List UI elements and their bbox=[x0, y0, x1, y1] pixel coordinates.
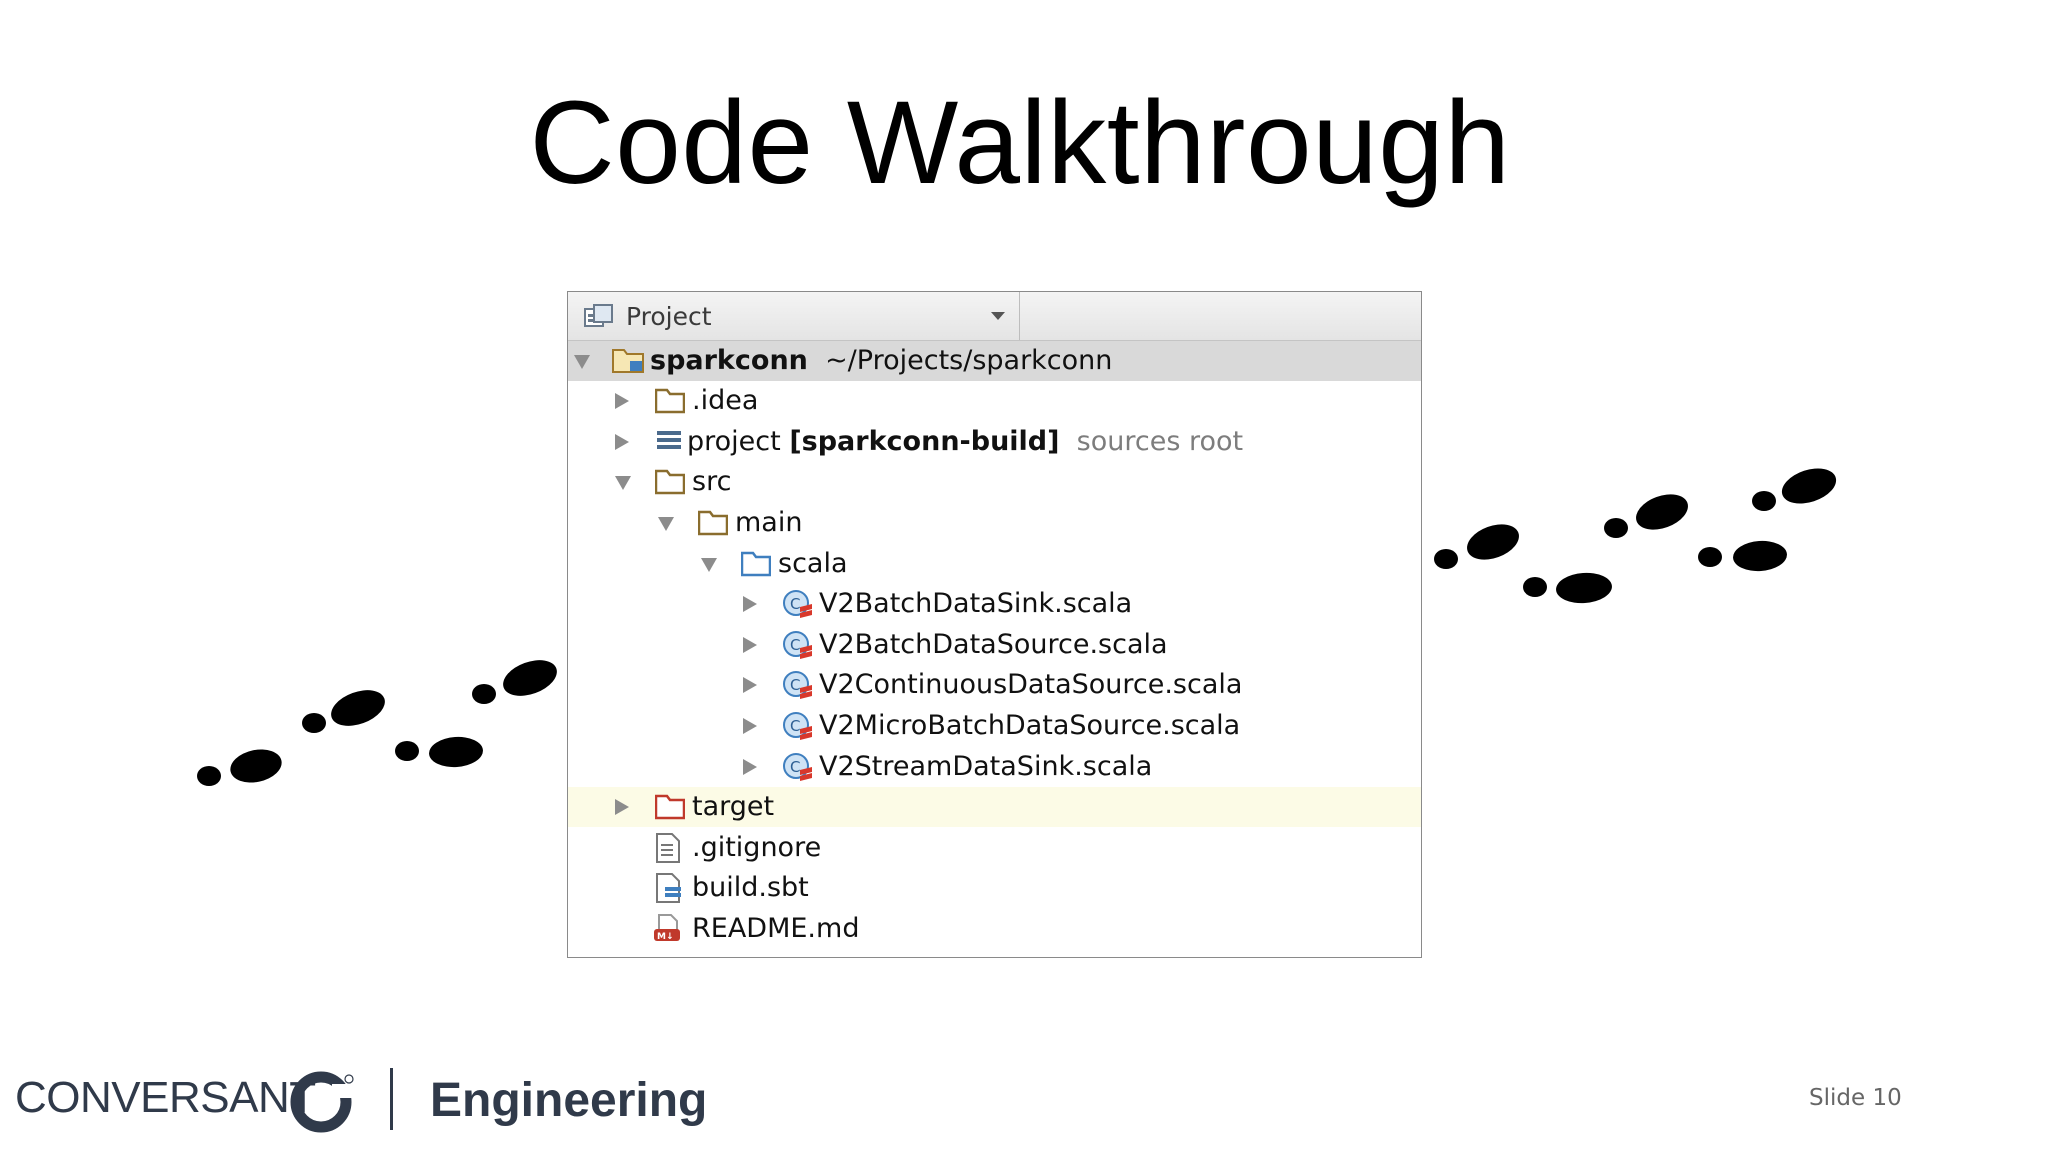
folder-icon bbox=[697, 508, 729, 543]
tree-row-build-sbt[interactable]: build.sbt bbox=[568, 868, 1421, 908]
sources-root-hint: sources root bbox=[1076, 426, 1244, 457]
conversant-logo-icon bbox=[288, 1068, 358, 1139]
excluded-folder-icon bbox=[654, 792, 686, 827]
sbt-file-icon bbox=[655, 873, 683, 910]
project-view-label: Project bbox=[626, 302, 712, 331]
tree-row-file[interactable]: C V2BatchDataSink.scala bbox=[568, 584, 1421, 624]
collapse-arrow-icon[interactable] bbox=[743, 759, 757, 775]
collapse-arrow-icon[interactable] bbox=[743, 718, 757, 734]
tree-item-label: target bbox=[692, 791, 775, 822]
module-name-label: [sparkconn-build] bbox=[789, 426, 1060, 457]
tree-item-label: src bbox=[692, 466, 732, 497]
tree-item-label: .gitignore bbox=[692, 832, 822, 863]
svg-text:M↓: M↓ bbox=[657, 932, 674, 942]
tree-item-label: V2MicroBatchDataSource.scala bbox=[819, 710, 1241, 741]
scala-class-icon: C bbox=[782, 589, 814, 626]
text-file-icon bbox=[655, 833, 681, 870]
tree-row-project-build[interactable]: project [sparkconn-build] sources root bbox=[568, 422, 1421, 462]
collapse-arrow-icon[interactable] bbox=[615, 393, 629, 409]
expand-arrow-icon[interactable] bbox=[615, 476, 631, 490]
scala-class-icon: C bbox=[782, 752, 814, 789]
project-tool-window: Project sparkconn ~/Projects/sparkconn .… bbox=[567, 291, 1422, 958]
expand-arrow-icon[interactable] bbox=[574, 355, 590, 369]
tree-item-label: V2StreamDataSink.scala bbox=[819, 751, 1153, 782]
logo-divider bbox=[390, 1068, 393, 1130]
expand-arrow-icon[interactable] bbox=[658, 517, 674, 531]
folder-icon bbox=[654, 386, 686, 421]
tree-item-label: V2BatchDataSource.scala bbox=[819, 629, 1168, 660]
tree-item-label: .idea bbox=[692, 385, 759, 416]
tree-row-readme[interactable]: M↓ README.md bbox=[568, 909, 1421, 949]
folder-icon bbox=[654, 467, 686, 502]
svg-text:C: C bbox=[790, 595, 800, 613]
expand-arrow-icon[interactable] bbox=[701, 558, 717, 572]
scala-class-icon: C bbox=[782, 630, 814, 667]
module-folder-icon bbox=[612, 346, 644, 381]
scala-class-icon: C bbox=[782, 670, 814, 707]
collapse-arrow-icon[interactable] bbox=[743, 596, 757, 612]
svg-text:C: C bbox=[790, 676, 800, 694]
tree-row-src[interactable]: src bbox=[568, 462, 1421, 502]
collapse-arrow-icon[interactable] bbox=[743, 637, 757, 653]
tree-item-label: V2BatchDataSink.scala bbox=[819, 588, 1133, 619]
svg-text:C: C bbox=[790, 717, 800, 735]
project-panel-header: Project bbox=[568, 292, 1421, 341]
source-folder-icon bbox=[740, 549, 772, 584]
tree-item-label: scala bbox=[778, 548, 848, 579]
company-logo-text: CONVERSANT bbox=[15, 1073, 316, 1122]
svg-text:C: C bbox=[790, 758, 800, 776]
department-label: Engineering bbox=[430, 1074, 708, 1127]
sources-root-icon bbox=[655, 427, 683, 462]
tree-row-file[interactable]: C V2MicroBatchDataSource.scala bbox=[568, 706, 1421, 746]
tree-row-file[interactable]: C V2BatchDataSource.scala bbox=[568, 625, 1421, 665]
project-root-path: ~/Projects/sparkconn bbox=[825, 345, 1113, 376]
tree-row-file[interactable]: C V2ContinuousDataSource.scala bbox=[568, 665, 1421, 705]
collapse-arrow-icon[interactable] bbox=[615, 799, 629, 815]
project-root-name: sparkconn bbox=[650, 345, 808, 376]
slide-number: Slide 10 bbox=[1809, 1085, 1902, 1111]
tree-row-idea[interactable]: .idea bbox=[568, 381, 1421, 421]
tree-item-label: main bbox=[735, 507, 803, 538]
tree-row-target[interactable]: target bbox=[568, 787, 1421, 827]
project-view-icon bbox=[584, 304, 614, 333]
tree-row-file[interactable]: C V2StreamDataSink.scala bbox=[568, 747, 1421, 787]
slide-title: Code Walkthrough bbox=[529, 77, 1511, 209]
collapse-arrow-icon[interactable] bbox=[743, 677, 757, 693]
tree-item-label: build.sbt bbox=[692, 872, 809, 903]
scala-class-icon: C bbox=[782, 711, 814, 748]
tree-row-main[interactable]: main bbox=[568, 503, 1421, 543]
tree-row-sparkconn[interactable]: sparkconn ~/Projects/sparkconn bbox=[568, 341, 1421, 381]
tree-row-gitignore[interactable]: .gitignore bbox=[568, 828, 1421, 868]
collapse-arrow-icon[interactable] bbox=[615, 434, 629, 450]
svg-text:C: C bbox=[790, 636, 800, 654]
tree-row-scala[interactable]: scala bbox=[568, 544, 1421, 584]
markdown-file-icon: M↓ bbox=[653, 914, 683, 951]
chevron-down-icon[interactable] bbox=[991, 312, 1005, 320]
tree-item-label: README.md bbox=[692, 913, 860, 944]
tree-item-label: V2ContinuousDataSource.scala bbox=[819, 669, 1243, 700]
project-view-selector[interactable]: Project bbox=[568, 292, 1020, 340]
tree-item-label: project bbox=[687, 426, 781, 457]
